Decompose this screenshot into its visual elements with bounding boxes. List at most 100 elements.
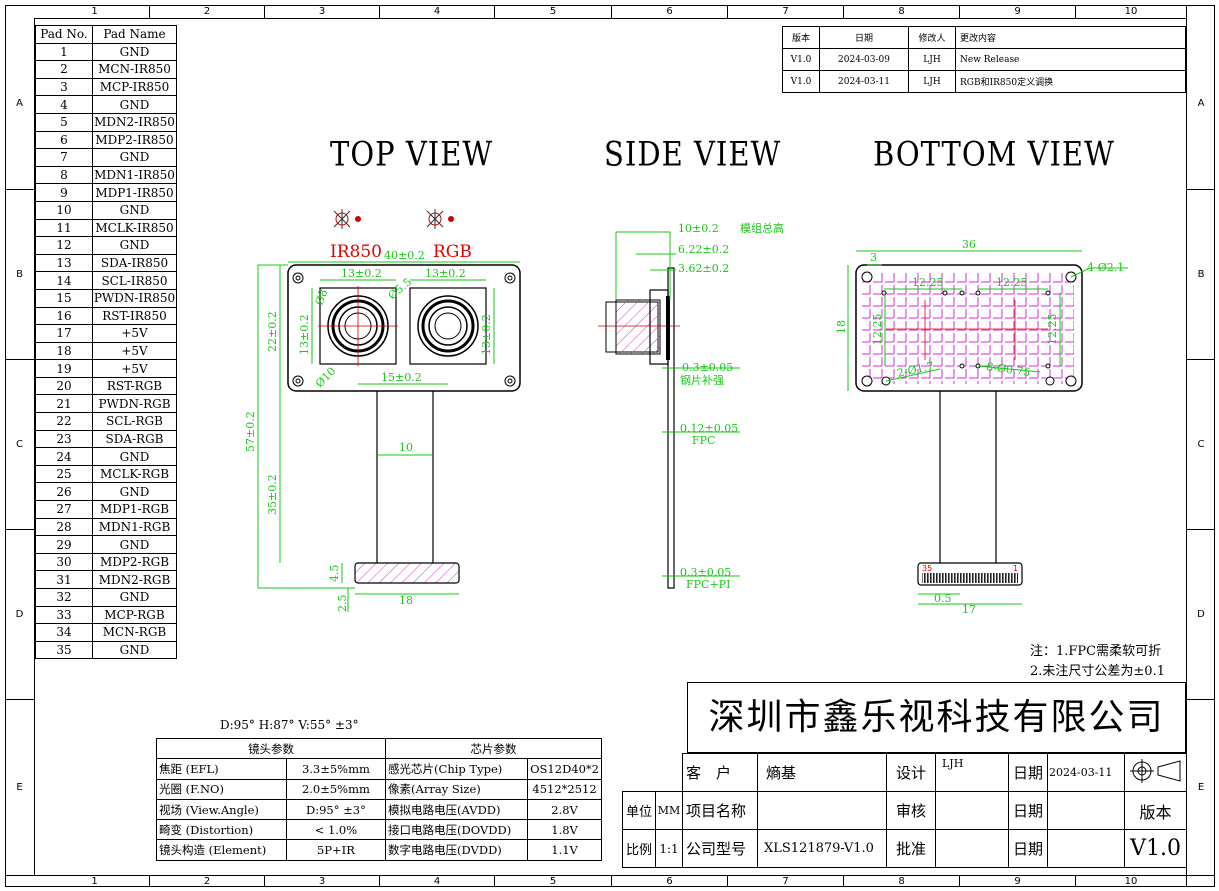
svg-text:17: 17 bbox=[962, 603, 976, 616]
version-value: V1.0 bbox=[1124, 829, 1187, 868]
svg-text:15±0.2: 15±0.2 bbox=[381, 371, 422, 384]
lens-param-name: 焦距 (EFL) bbox=[156, 758, 287, 780]
pad-no-header: Pad No. bbox=[35, 25, 93, 44]
pad-name-header: Pad Name bbox=[92, 25, 177, 44]
top-view-title: TOP VIEW bbox=[330, 134, 494, 174]
lens-left bbox=[318, 286, 398, 366]
chip-param-name: 模拟电路电压(AVDD) bbox=[385, 798, 529, 821]
svg-text:36: 36 bbox=[962, 238, 976, 251]
revision-cell: V1.0 bbox=[782, 70, 820, 93]
svg-text:22±0.2: 22±0.2 bbox=[266, 311, 279, 352]
side-view: 10±0.2 模组总高 6.22±0.2 3.62±0.2 0.3±0.05 钢… bbox=[598, 221, 784, 591]
lens-param-value: < 1.0% bbox=[285, 819, 387, 841]
col-label-bottom: 3 bbox=[265, 876, 380, 887]
svg-text:12.25: 12.25 bbox=[912, 276, 944, 289]
approve-label: 批准 bbox=[886, 829, 936, 868]
project-value bbox=[757, 791, 887, 830]
pad-name: +5V bbox=[92, 341, 177, 361]
design-label: 设计 bbox=[886, 753, 936, 792]
customer-label: 客 户 bbox=[682, 753, 758, 792]
date-value: 2024-03-11 bbox=[1047, 753, 1125, 792]
svg-text:Ø10: Ø10 bbox=[313, 365, 338, 390]
bug-icon-right bbox=[426, 209, 454, 229]
svg-text:0.3±0.05: 0.3±0.05 bbox=[682, 361, 733, 374]
svg-text:12.25: 12.25 bbox=[996, 276, 1028, 289]
chip-params-header: 芯片参数 bbox=[385, 737, 602, 760]
pad-row: 17+5V bbox=[35, 324, 177, 343]
svg-text:0.3±0.05: 0.3±0.05 bbox=[680, 566, 731, 579]
row-label-right: D bbox=[1187, 530, 1215, 700]
svg-text:FPC: FPC bbox=[692, 434, 715, 447]
row-label-right: B bbox=[1187, 190, 1215, 360]
svg-text:4-Ø2.1: 4-Ø2.1 bbox=[1087, 261, 1124, 274]
chip-param-value: 1.1V bbox=[527, 839, 602, 861]
lens-param-value: 5P+IR bbox=[285, 839, 387, 861]
col-label-top: 1 bbox=[40, 5, 150, 18]
svg-text:35±0.2: 35±0.2 bbox=[266, 474, 279, 515]
date-label-3: 日期 bbox=[1008, 829, 1048, 868]
bottom-view: 35 1 36 3 4-Ø2.1 12.25 12.25 18 12.25 12… bbox=[835, 238, 1128, 616]
top-view: IR850 RGB 40±0.2 13±0 bbox=[244, 209, 521, 612]
svg-text:3.62±0.2: 3.62±0.2 bbox=[678, 262, 729, 275]
svg-text:10±0.2: 10±0.2 bbox=[678, 222, 719, 235]
col-label-top: 4 bbox=[380, 5, 495, 18]
note-1: 注：1.FPC需柔软可折 bbox=[1030, 644, 1162, 659]
side-view-title: SIDE VIEW bbox=[604, 134, 782, 174]
cam-label-ir850: IR850 bbox=[330, 242, 382, 262]
chip-param-name: 感光芯片(Chip Type) bbox=[385, 758, 529, 780]
pad-name: RST-IR850 bbox=[92, 306, 177, 326]
lens-param-value: 3.3±5%mm bbox=[285, 758, 387, 780]
svg-text:FPC+PI: FPC+PI bbox=[686, 578, 730, 591]
col-label-bottom: 4 bbox=[380, 876, 495, 887]
pad-number: 17 bbox=[35, 324, 93, 343]
svg-text:4.5: 4.5 bbox=[328, 565, 341, 583]
pad-name: MCN-IR850 bbox=[92, 60, 177, 79]
pad-number: 11 bbox=[35, 218, 93, 238]
pad-name: +5V bbox=[92, 324, 177, 343]
svg-text:35: 35 bbox=[922, 564, 932, 573]
title-block: 客 户 熵基 设计 LJH 日期 2024-03-11 单位 MM 项目名称 审… bbox=[622, 753, 1187, 868]
unit-value: MM bbox=[655, 791, 683, 830]
scale-value: 1:1 bbox=[655, 829, 683, 868]
svg-text:40±0.2: 40±0.2 bbox=[384, 249, 425, 262]
chip-param-name: 数字电路电压(DVDD) bbox=[385, 839, 529, 861]
row-label-left: A bbox=[5, 18, 34, 190]
pad-name: MDP2-RGB bbox=[92, 552, 177, 572]
chip-param-value: 1.8V bbox=[527, 819, 602, 841]
note-2: 2.未注尺寸公差为±0.1 bbox=[1030, 664, 1165, 679]
svg-text:13±0.2: 13±0.2 bbox=[298, 314, 311, 355]
col-label-top: 6 bbox=[612, 5, 728, 18]
pad-number: 18 bbox=[35, 341, 93, 361]
fov-line: D:95° H:87° V:55° ±3° bbox=[220, 718, 359, 732]
lens-param-name: 畸变 (Distortion) bbox=[156, 819, 287, 841]
lens-param-name: 光圈 (F.NO) bbox=[156, 778, 287, 800]
svg-text:模组总高: 模组总高 bbox=[740, 221, 784, 235]
svg-text:13±0.2: 13±0.2 bbox=[480, 314, 493, 355]
svg-text:13±0.2: 13±0.2 bbox=[341, 267, 382, 280]
drawing-inner-border bbox=[34, 18, 1187, 876]
svg-text:8-Ø0.75: 8-Ø0.75 bbox=[986, 360, 1032, 379]
col-label-bottom: 8 bbox=[844, 876, 960, 887]
row-label-left: D bbox=[5, 530, 34, 700]
pad-number: 28 bbox=[35, 517, 93, 537]
unit-label: 单位 bbox=[622, 791, 656, 830]
fpc-connector-top bbox=[354, 562, 460, 584]
lens-param-value: 2.0±5%mm bbox=[285, 778, 387, 800]
svg-text:Ø8: Ø8 bbox=[313, 288, 331, 308]
pad-name: PWDN-IR850 bbox=[92, 288, 177, 308]
row-label-left: C bbox=[5, 360, 34, 530]
svg-text:0.12±0.05: 0.12±0.05 bbox=[680, 422, 738, 435]
row-label-right: C bbox=[1187, 360, 1215, 530]
col-label-top: 5 bbox=[495, 5, 612, 18]
company-box: 深圳市鑫乐视科技有限公司 bbox=[687, 682, 1186, 753]
svg-text:18: 18 bbox=[835, 320, 848, 334]
